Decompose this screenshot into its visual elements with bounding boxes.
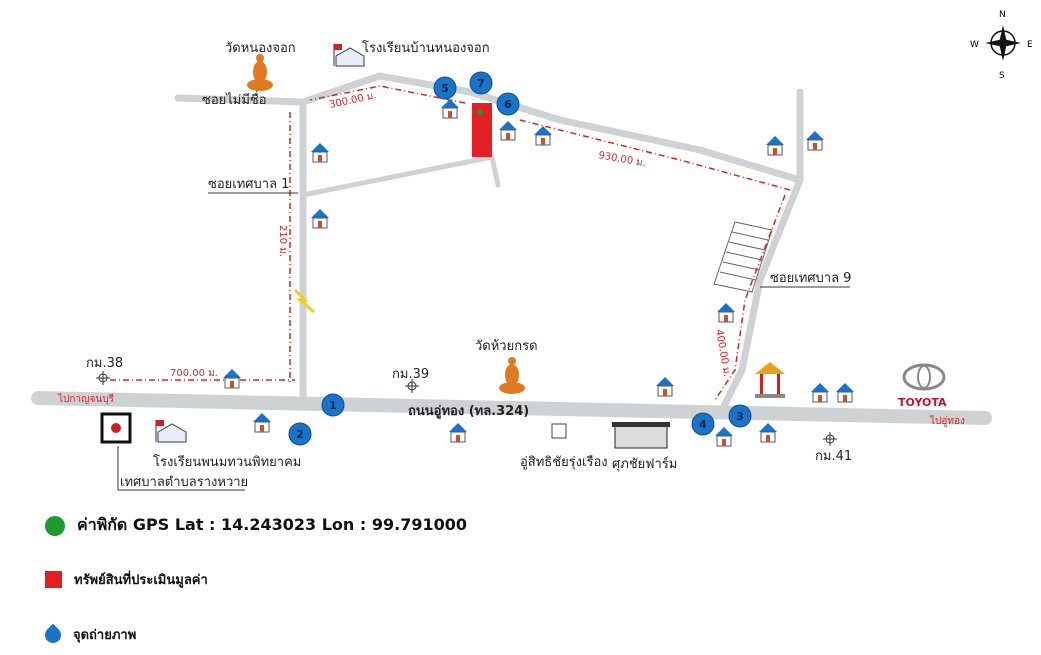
legend-property: ทรัพย์สินที่ประเมินมูลค่า <box>45 569 208 590</box>
photo-point-number: 6 <box>504 98 512 111</box>
buddha-icon <box>247 54 273 91</box>
school-phanom-label: โรงเรียนพนมทวนพิทยาคม <box>153 454 301 470</box>
photo-point-number: 3 <box>736 410 744 423</box>
to-uthong-label: ไปอู่ทอง <box>929 415 965 427</box>
house-icon <box>253 413 271 433</box>
gps-coordinates: ค่าพิกัด GPS Lat : 14.243023 Lon : 99.79… <box>77 515 467 534</box>
pavilion-icon <box>755 362 785 398</box>
soi-thesaban-9-road <box>718 88 804 414</box>
house-icon <box>223 369 241 389</box>
photo-point-number: 4 <box>699 418 707 431</box>
to-kanchanaburi-label: ไปกาญจนบุรี <box>57 393 115 405</box>
garage-icon <box>551 423 567 439</box>
distance-930: 930.00 ม. <box>597 150 646 169</box>
photo-point-7[interactable]: 7 <box>469 71 493 95</box>
hatched-area <box>713 221 773 293</box>
legend-photo: จุดถ่ายภาพ <box>41 623 137 646</box>
soi-thesaban-9-label: ซอยเทศบาล 9 <box>770 271 851 286</box>
photo-point-5[interactable]: 5 <box>433 76 457 100</box>
soi-thesaban-1-road <box>300 154 501 198</box>
distance-700: 700.00 ม. <box>170 368 218 379</box>
compass-s: S <box>999 71 1005 81</box>
photo-point-4[interactable]: 4 <box>691 412 715 436</box>
buddha-icon <box>499 357 525 394</box>
house-icon <box>836 383 854 403</box>
house-icon <box>766 136 784 156</box>
roads <box>31 72 992 425</box>
house-icon <box>449 423 467 443</box>
house-icon <box>811 383 829 403</box>
house-icon <box>311 143 329 163</box>
main-road-uthong <box>31 391 992 425</box>
main-road-label: ถนนอู่ทอง (ทล.324) <box>408 404 529 419</box>
house-icon <box>806 131 824 151</box>
soi-no-name-label: ซอยไม่มีชื่อ <box>202 91 267 108</box>
gps-legend-icon <box>45 515 65 536</box>
house-icon <box>311 209 329 229</box>
house-icons <box>223 99 854 447</box>
school-icon <box>155 420 187 443</box>
toyota-logo <box>902 363 946 391</box>
garage-label: อู่สิทธิชัยรุ่งเรือง <box>520 454 608 470</box>
farm-building-icon <box>612 422 670 449</box>
km-marker-icons <box>96 371 837 446</box>
photo-point-2[interactable]: 2 <box>288 422 312 446</box>
house-icon <box>534 126 552 146</box>
power-line-icon <box>293 288 315 314</box>
legend-gps: ค่าพิกัด GPS Lat : 14.243023 Lon : 99.79… <box>45 513 467 538</box>
house-icon <box>717 303 735 323</box>
compass-w: W <box>970 40 979 50</box>
gps-dot <box>477 109 483 115</box>
km41-label: กม.41 <box>815 449 852 464</box>
compass-e: E <box>1027 40 1033 50</box>
house-icon <box>759 423 777 443</box>
photo-point-3[interactable]: 3 <box>728 404 752 428</box>
km39-label: กม.39 <box>392 367 429 382</box>
property-legend-label: ทรัพย์สินที่ประเมินมูลค่า <box>74 573 208 588</box>
property-plot <box>472 103 492 157</box>
km38-label: กม.38 <box>86 356 123 371</box>
distance-lines <box>110 85 791 401</box>
photo-points: 1 2 3 4 5 6 7 <box>288 71 752 446</box>
distance-400: 400.00 ม. <box>713 329 732 378</box>
toyota-label: TOYOTA <box>898 396 947 409</box>
compass-n: N <box>999 10 1006 20</box>
photo-point-1[interactable]: 1 <box>321 393 345 417</box>
photo-legend-icon <box>41 623 65 646</box>
photo-point-number: 5 <box>441 82 449 95</box>
photo-point-6[interactable]: 6 <box>496 92 520 116</box>
compass-rose-icon <box>985 25 1021 61</box>
temple-huaykrot-label: วัดห้วยกรด <box>475 339 538 354</box>
house-icon <box>499 121 517 141</box>
distance-210: 210 ม. <box>277 225 288 257</box>
municipality-label: เทศบาลตำบลรางหวาย <box>120 475 248 490</box>
school-icon <box>333 44 365 67</box>
house-icon <box>715 427 733 447</box>
property-legend-icon <box>45 571 62 588</box>
photo-point-number: 2 <box>296 428 304 441</box>
house-icon <box>656 377 674 397</box>
photo-point-number: 7 <box>477 77 485 90</box>
photo-point-number: 1 <box>329 399 337 412</box>
temple-nongjok-label: วัดหนองจอก <box>225 41 296 56</box>
photo-legend-label: จุดถ่ายภาพ <box>73 628 137 643</box>
farm-label: ศุภชัยฟาร์ม <box>612 456 677 472</box>
house-icon <box>441 99 459 119</box>
school-nongjok-label: โรงเรียนบ้านหนองจอก <box>362 40 490 56</box>
soi-thesaban-1-label: ซอยเทศบาล 1 <box>208 177 289 192</box>
